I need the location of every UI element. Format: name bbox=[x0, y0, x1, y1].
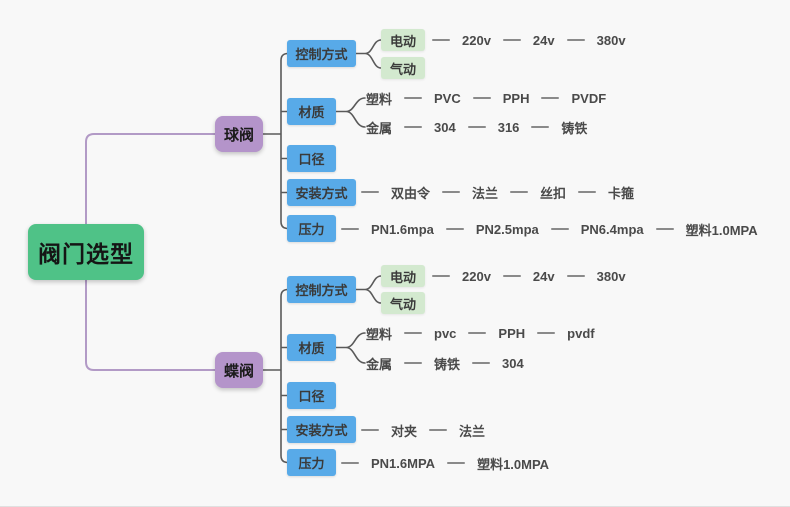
leaf-item[interactable]: 220v bbox=[462, 268, 491, 284]
connector-dash bbox=[361, 191, 379, 193]
leaf-item[interactable]: PN6.4mpa bbox=[580, 221, 644, 237]
ball-metal-row: 金属 304 316 铸铁 bbox=[366, 117, 587, 137]
connector-dash bbox=[432, 39, 450, 41]
ball-category-pressure[interactable]: 压力 bbox=[287, 215, 336, 242]
leaf-item[interactable]: 丝扣 bbox=[540, 185, 567, 201]
connector-dash bbox=[537, 332, 556, 334]
ball-pressure-row: PN1.6mpa PN2.5mpa PN6.4mpa 塑料1.0MPA bbox=[341, 219, 758, 239]
ball-sub-pneumatic[interactable]: 气动 bbox=[381, 57, 425, 79]
connector-dash bbox=[447, 462, 466, 464]
leaf-item[interactable]: 316 bbox=[497, 119, 520, 135]
ball-voltage-row: 220v 24v 380v bbox=[432, 30, 626, 50]
butterfly-plastic-row: 塑料 pvc PPH pvdf bbox=[366, 323, 595, 343]
root-node-valve-selection[interactable]: 阀门选型 bbox=[28, 224, 144, 280]
connector-dash bbox=[429, 429, 448, 431]
leaf-item[interactable]: 380v bbox=[596, 32, 626, 48]
connector-dash bbox=[566, 39, 585, 41]
connector-dash bbox=[341, 462, 359, 464]
connector-dash bbox=[445, 228, 464, 230]
leaf-item[interactable]: 304 bbox=[434, 119, 456, 135]
ball-category-material[interactable]: 材质 bbox=[287, 98, 336, 125]
leaf-item[interactable]: PPH bbox=[498, 325, 526, 341]
connector-dash bbox=[468, 332, 487, 334]
connector-dash bbox=[361, 429, 379, 431]
connector-dash bbox=[541, 97, 560, 99]
ball-category-diameter[interactable]: 口径 bbox=[287, 145, 336, 172]
root-to-ball-valve-line bbox=[85, 133, 216, 226]
ball-plastic-row: 塑料 PVC PPH PVDF bbox=[366, 88, 606, 108]
connector-dash bbox=[404, 332, 423, 334]
butterfly-metal-row: 金属 铸铁 304 bbox=[366, 353, 524, 373]
leaf-item[interactable]: PN1.6mpa bbox=[371, 221, 434, 237]
leaf-item[interactable]: 金属 bbox=[366, 120, 393, 136]
connector-dash bbox=[442, 191, 461, 193]
leaf-item[interactable]: PVDF bbox=[571, 90, 607, 106]
leaf-item[interactable]: PN2.5mpa bbox=[475, 221, 539, 237]
ball-category-install-method[interactable]: 安装方式 bbox=[287, 179, 356, 206]
leaf-item[interactable]: 塑料1.0MPA bbox=[477, 456, 550, 472]
leaf-item[interactable]: 24v bbox=[532, 32, 555, 48]
butterfly-pressure-row: PN1.6MPA 塑料1.0MPA bbox=[341, 453, 549, 473]
leaf-item[interactable]: 塑料 bbox=[366, 91, 393, 107]
butterfly-category-install-method[interactable]: 安装方式 bbox=[287, 416, 356, 443]
connector-dash bbox=[432, 275, 450, 277]
ball-material-bracket bbox=[335, 97, 366, 128]
root-to-butterfly-valve-line bbox=[85, 279, 216, 371]
branch-node-ball-valve[interactable]: 球阀 bbox=[215, 116, 263, 152]
leaf-item[interactable]: PN1.6MPA bbox=[371, 455, 436, 471]
connector-dash bbox=[502, 275, 521, 277]
connector-dash bbox=[404, 126, 423, 128]
leaf-item[interactable]: 铸铁 bbox=[434, 356, 461, 372]
butterfly-control-bracket bbox=[355, 275, 382, 304]
connector-dash bbox=[510, 191, 529, 193]
butterfly-category-pressure[interactable]: 压力 bbox=[287, 449, 336, 476]
connector-dash bbox=[472, 97, 491, 99]
leaf-item[interactable]: 金属 bbox=[366, 356, 393, 372]
butterfly-sub-pneumatic[interactable]: 气动 bbox=[381, 292, 425, 314]
leaf-item[interactable]: 24v bbox=[532, 268, 555, 284]
connector-dash bbox=[502, 39, 521, 41]
ball-control-bracket bbox=[355, 39, 382, 69]
connector-dash bbox=[472, 362, 491, 364]
leaf-item[interactable]: 对夹 bbox=[391, 423, 418, 439]
leaf-item[interactable]: pvc bbox=[434, 325, 457, 341]
connector-dash bbox=[566, 275, 585, 277]
connector-dash bbox=[655, 228, 674, 230]
branch-node-butterfly-valve[interactable]: 蝶阀 bbox=[215, 352, 263, 388]
connector-dash bbox=[531, 126, 550, 128]
leaf-item[interactable]: 法兰 bbox=[472, 185, 499, 201]
connector-dash bbox=[341, 228, 359, 230]
leaf-item[interactable]: 220v bbox=[462, 32, 491, 48]
connector-dash bbox=[404, 362, 423, 364]
leaf-item[interactable]: PPH bbox=[502, 90, 530, 106]
leaf-item[interactable]: 304 bbox=[502, 355, 524, 371]
leaf-item[interactable]: pvdf bbox=[567, 325, 595, 341]
ball-sub-electric[interactable]: 电动 bbox=[381, 29, 425, 51]
butterfly-category-control-mode[interactable]: 控制方式 bbox=[287, 276, 356, 303]
butterfly-voltage-row: 220v 24v 380v bbox=[432, 266, 626, 286]
connector-dash bbox=[578, 191, 597, 193]
butterfly-category-diameter[interactable]: 口径 bbox=[287, 382, 336, 409]
leaf-item[interactable]: 铸铁 bbox=[561, 120, 588, 136]
connector-dash bbox=[404, 97, 423, 99]
leaf-item[interactable]: 卡箍 bbox=[608, 185, 635, 201]
ball-install-row: 双由令 法兰 丝扣 卡箍 bbox=[361, 182, 634, 202]
connector-dash bbox=[550, 228, 569, 230]
butterfly-valve-trunk bbox=[262, 288, 289, 464]
butterfly-install-row: 对夹 法兰 bbox=[361, 420, 485, 440]
leaf-item[interactable]: 法兰 bbox=[459, 423, 486, 439]
ball-category-control-mode[interactable]: 控制方式 bbox=[287, 40, 356, 67]
ball-valve-trunk bbox=[262, 52, 289, 230]
butterfly-sub-electric[interactable]: 电动 bbox=[381, 265, 425, 287]
connector-dash bbox=[467, 126, 486, 128]
leaf-item[interactable]: 双由令 bbox=[391, 185, 431, 201]
leaf-item[interactable]: 380v bbox=[596, 268, 626, 284]
leaf-item[interactable]: PVC bbox=[434, 90, 461, 106]
butterfly-category-material[interactable]: 材质 bbox=[287, 334, 336, 361]
leaf-item[interactable]: 塑料1.0MPA bbox=[685, 222, 758, 238]
butterfly-material-bracket bbox=[335, 332, 366, 364]
leaf-item[interactable]: 塑料 bbox=[366, 326, 393, 342]
